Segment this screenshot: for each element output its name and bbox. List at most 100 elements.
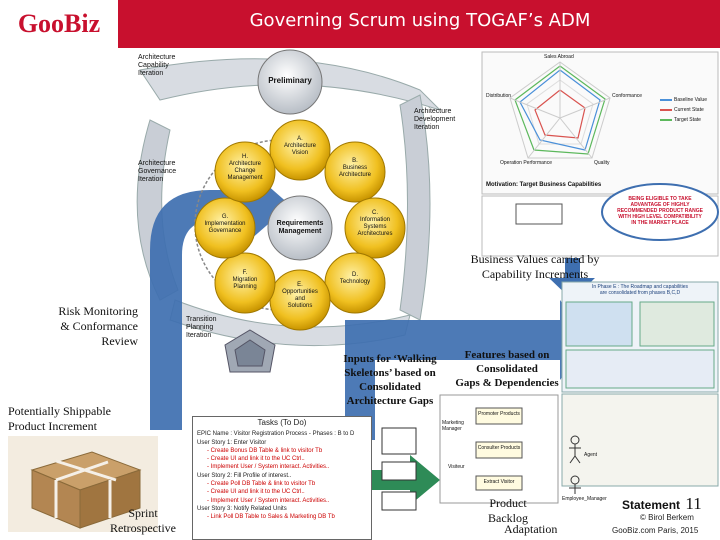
center-line1: Requirements bbox=[276, 220, 324, 227]
phase-c-letter: C. bbox=[372, 210, 378, 216]
phase-h-line1: Architecture bbox=[228, 161, 261, 167]
slide-title: Governing Scrum using TOGAF’s ADM bbox=[249, 10, 591, 31]
roadmap-thumb-1 bbox=[565, 301, 633, 347]
phase-f-line2: Planning bbox=[233, 284, 257, 290]
phase-center bbox=[267, 195, 333, 261]
phase-h-label: H. Architecture Change Management bbox=[217, 154, 273, 182]
roadmap-thumb-3 bbox=[565, 349, 715, 389]
task-line: User Story 3: Notify Related Units bbox=[197, 505, 287, 512]
capability-iteration-label: Architecture Capability Iteration bbox=[138, 54, 175, 78]
legend-current: Current State bbox=[674, 107, 704, 113]
uml-actor-agent bbox=[569, 435, 581, 464]
statement-label: Statement 11 bbox=[622, 494, 702, 514]
capability-line2: Capability bbox=[138, 62, 169, 69]
task-line: EPIC Name : Visitor Registration Process… bbox=[197, 431, 355, 438]
governance-iteration-label: Architecture Governance Iteration bbox=[138, 160, 176, 184]
sprint-retrospective-label: Sprint Retrospective bbox=[96, 506, 190, 536]
radar-axis-quality: Quality bbox=[594, 160, 610, 166]
task-line: - Link Poll DB Table to Sales & Marketin… bbox=[207, 514, 335, 521]
phase-b-label: B. Business Architecture bbox=[327, 158, 383, 179]
preliminary-text: Preliminary bbox=[268, 76, 312, 85]
tasks-heading: Tasks (To Do) bbox=[257, 418, 307, 427]
radar-axis-sales: Sales Abroad bbox=[544, 54, 574, 60]
uml-panel-lower bbox=[561, 393, 719, 487]
business-values-line1: Business Values carried by bbox=[470, 252, 600, 266]
uml-visiteur-label: Visiteur bbox=[448, 464, 465, 470]
phase-h bbox=[214, 141, 276, 203]
callout-ellipse bbox=[601, 183, 719, 241]
phase-c bbox=[344, 197, 406, 259]
phase-d-line1: Technology bbox=[339, 279, 371, 285]
small-radar-icon bbox=[224, 329, 276, 373]
callout-line5: IN THE MARKET PLACE bbox=[631, 220, 689, 226]
uml-consulter-label: Consulter Products bbox=[477, 445, 521, 451]
inputs-line4: Architecture Gaps bbox=[346, 395, 434, 407]
callout-line3: RECOMMENDED PRODUCT RANGE bbox=[617, 208, 703, 214]
callout-line2: ADVANTAGE OF HIGHLY bbox=[630, 202, 690, 208]
phase-d-label: D. Technology bbox=[327, 272, 383, 286]
shippable-label: Potentially Shippable Product Increment bbox=[8, 404, 111, 434]
backlog-line1: Product bbox=[489, 496, 527, 510]
inputs-label: Inputs for ‘Walking Skeletons’ based on … bbox=[330, 352, 450, 408]
governance-line3: Iteration bbox=[138, 176, 164, 183]
phase-f-line1: Migration bbox=[232, 277, 258, 283]
uml-marketing-label: Marketing Manager bbox=[442, 420, 464, 432]
features-line2: Consolidated bbox=[476, 363, 538, 375]
uml-extract-label: Extract Visitor bbox=[483, 479, 515, 485]
transition-line1: Transition bbox=[186, 316, 217, 323]
shippable-line2: Product Increment bbox=[8, 419, 97, 433]
phase-a-letter: A. bbox=[297, 136, 303, 142]
legend-baseline: Baseline Value bbox=[674, 97, 707, 103]
phase-h-line3: Management bbox=[227, 175, 263, 181]
uml-actor-employee bbox=[569, 475, 581, 494]
roadmap-line2: are consolidated from phases B,C,D bbox=[599, 290, 681, 296]
radar-chart bbox=[509, 61, 611, 159]
callout-line4: WITH HIGH LEVEL COMPATIBILITY bbox=[618, 214, 702, 220]
uml-agent-label: Agent bbox=[584, 452, 598, 458]
uml-box-extract bbox=[475, 475, 523, 491]
phase-preliminary bbox=[257, 49, 323, 115]
phase-e-line3: Solutions bbox=[287, 303, 313, 309]
phase-c-line2: Systems bbox=[363, 224, 387, 230]
skeleton-box-1 bbox=[381, 427, 417, 455]
phase-g-line1: Implementation bbox=[204, 221, 246, 227]
phase-e-letter: E. bbox=[297, 282, 303, 288]
business-values-line2: Capability Increments bbox=[481, 267, 589, 281]
phase-g-line2: Governance bbox=[208, 228, 242, 234]
task-line: - Implement User / System interact. Acti… bbox=[207, 464, 330, 471]
task-line: - Create Bonus DB Table & link to visito… bbox=[207, 447, 323, 454]
radar-axis-distribution: Distribution bbox=[486, 93, 512, 99]
backlog-line2: Backlog bbox=[488, 511, 528, 525]
phase-e-label: E. Opportunities and Solutions bbox=[272, 282, 328, 310]
phase-a bbox=[269, 119, 331, 181]
inputs-line3: Consolidated bbox=[359, 381, 421, 393]
roadmap-label: In Phase E : The Roadmap and capabilitie… bbox=[564, 284, 716, 296]
phase-b bbox=[324, 141, 386, 203]
features-line1: Features based on bbox=[464, 349, 550, 361]
radar-caption: Motivation: Target Business Capabilities bbox=[486, 182, 602, 188]
transition-line3: Iteration bbox=[186, 332, 212, 339]
tasks-list: EPIC Name : Visitor Registration Process… bbox=[197, 430, 367, 521]
radar-axis-operation: Operation Performance bbox=[500, 160, 552, 166]
phase-c-label: C. Information Systems Architectures bbox=[347, 210, 403, 238]
task-line: User Story 2: Fill Profile of interest.. bbox=[197, 472, 292, 479]
risk-line1: Risk Monitoring bbox=[58, 304, 138, 318]
governance-line1: Architecture bbox=[138, 160, 176, 167]
uml-promoter-label: Promoter Products bbox=[478, 411, 520, 417]
task-line: User Story 1: Enter Visitor bbox=[197, 439, 267, 446]
radar-axis-conformance: Conformance bbox=[612, 93, 643, 99]
uml-box-consulter bbox=[475, 441, 523, 459]
blue-arrow-right bbox=[345, 300, 590, 440]
header-bar: GooBiz Governing Scrum using TOGAF’s ADM bbox=[0, 0, 720, 48]
blue-cycle-arrow-left bbox=[150, 170, 290, 430]
parcel-image bbox=[8, 436, 158, 532]
risk-line3: Review bbox=[101, 334, 138, 348]
phase-c-line3: Architectures bbox=[357, 231, 393, 237]
copyright: © Birol Berkem bbox=[640, 513, 694, 522]
radar-panel bbox=[481, 51, 719, 195]
task-line: - Create Poll DB Table & link to visitor… bbox=[207, 481, 316, 488]
phase-e-line2: and bbox=[294, 296, 305, 302]
phase-a-line2: Vision bbox=[291, 150, 309, 156]
phase-a-label: A. Architecture Vision bbox=[272, 136, 328, 157]
